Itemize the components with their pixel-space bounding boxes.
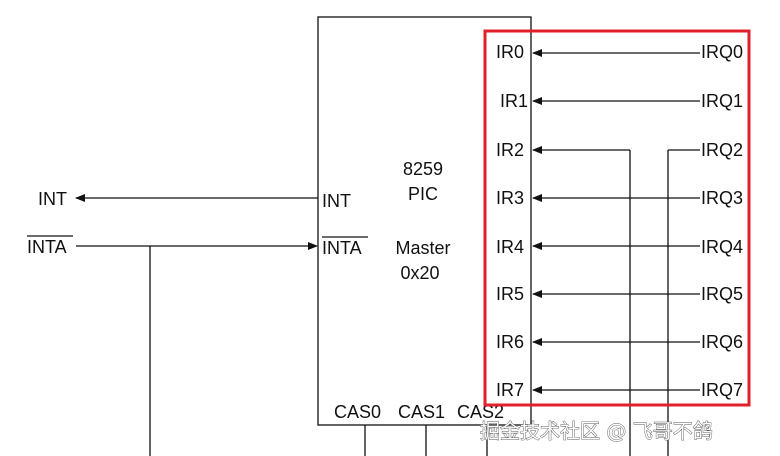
ir7-pin-label: IR7 xyxy=(496,380,524,400)
irq7-label: IRQ7 xyxy=(701,380,743,400)
cas0-pin-label: CAS0 xyxy=(334,402,381,422)
chip-inta-pin-label: INTA xyxy=(322,238,362,258)
cas2-pin-label: CAS2 xyxy=(457,402,504,422)
watermark-text: 掘金技术社区 @ 飞哥不鸽 xyxy=(480,419,713,443)
ir4-pin-label: IR4 xyxy=(496,237,524,257)
ir2-pin-label: IR2 xyxy=(496,140,524,160)
chip-address-label: 0x20 xyxy=(400,263,439,283)
chip-int-pin-label: INT xyxy=(322,191,351,211)
inta-signal-label: INTA xyxy=(27,237,67,257)
irq0-label: IRQ0 xyxy=(701,42,743,62)
cas1-pin-label: CAS1 xyxy=(398,402,445,422)
chip-part-label: 8259 xyxy=(403,159,443,179)
irq4-label: IRQ4 xyxy=(701,237,743,257)
irq5-label: IRQ5 xyxy=(701,284,743,304)
chip-type-label: PIC xyxy=(408,184,438,204)
ir3-pin-label: IR3 xyxy=(496,188,524,208)
irq3-label: IRQ3 xyxy=(701,188,743,208)
irq1-label: IRQ1 xyxy=(701,91,743,111)
chip-body xyxy=(317,16,532,426)
irq-highlight-box xyxy=(483,29,751,407)
ir6-pin-label: IR6 xyxy=(496,332,524,352)
chip-role-label: Master xyxy=(395,238,450,258)
ir5-pin-label: IR5 xyxy=(496,284,524,304)
int-signal-label: INT xyxy=(38,189,67,209)
irq2-label: IRQ2 xyxy=(701,140,743,160)
ir1-pin-label: IR1 xyxy=(500,91,528,111)
ir0-pin-label: IR0 xyxy=(496,42,524,62)
irq6-label: IRQ6 xyxy=(701,332,743,352)
